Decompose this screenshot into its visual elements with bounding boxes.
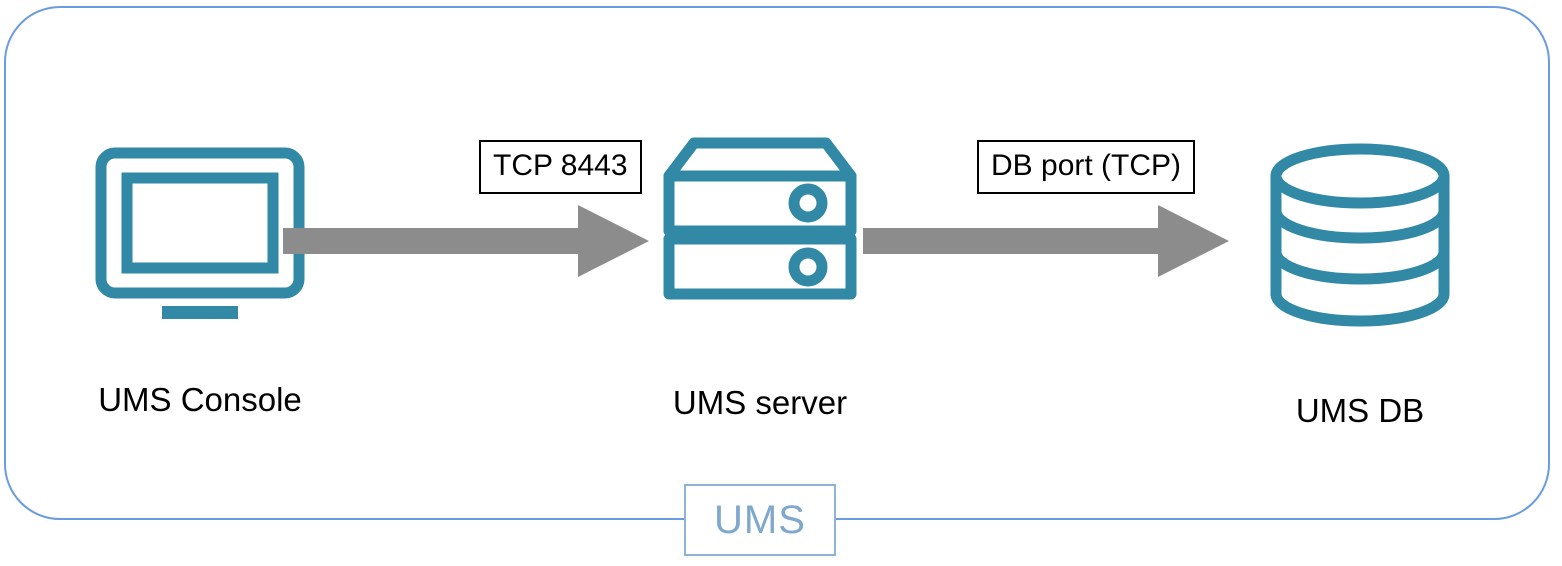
monitor-icon [20,145,380,330]
ums-boundary-badge-label: UMS [714,498,806,542]
server-rack-icon [600,130,920,335]
node-ums-console: UMS Console [20,145,380,418]
node-caption-ums-server: UMS server [672,384,848,421]
node-caption-ums-console: UMS Console [98,381,302,418]
database-cylinder-icon [1200,140,1520,335]
ums-boundary-badge: UMS [684,484,836,556]
arrow-console-to-server [283,203,651,284]
connection-label-db-port: DB port (TCP) [977,140,1196,194]
node-ums-db: UMS DB [1200,140,1520,429]
connection-label-tcp-8443: TCP 8443 [479,140,642,194]
arrow-server-to-db [863,203,1231,284]
node-ums-server: UMS server [600,130,920,421]
node-caption-ums-db: UMS DB [1295,392,1425,429]
